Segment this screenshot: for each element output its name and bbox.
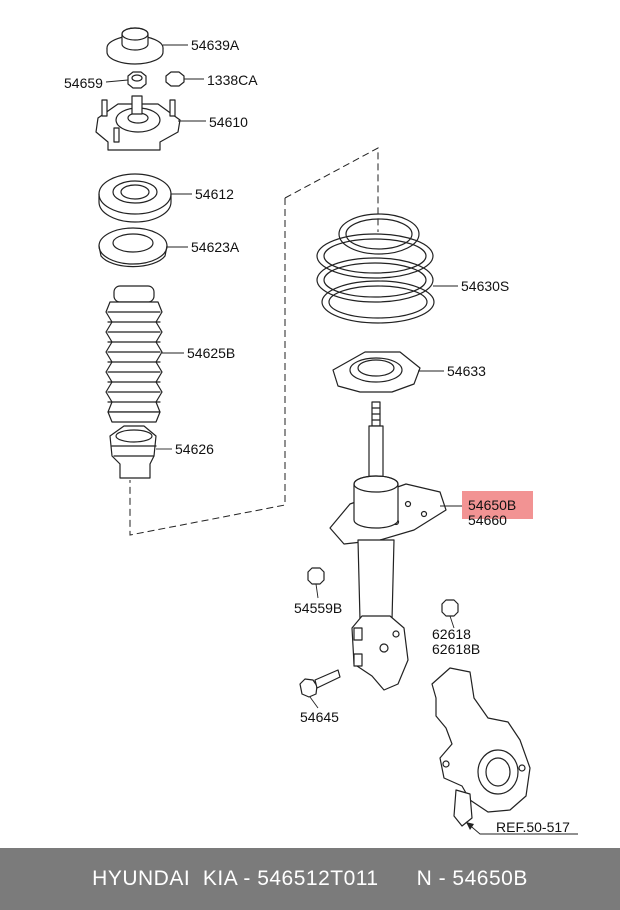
label-62618: 62618 [432,626,471,642]
part-1338CA-bolt [165,71,185,87]
part-54612-bearing [98,173,172,223]
part-54659-nut [127,71,147,89]
label-62618B: 62618B [432,641,480,657]
part-knuckle [431,667,531,827]
label-1338CA: 1338CA [207,72,258,88]
part-62618-nut [441,599,459,617]
label-54633: 54633 [447,363,486,379]
label-54639A: 54639A [191,37,240,53]
label-54610: 54610 [209,114,248,130]
part-54625B-boot [105,285,163,423]
assembly-dashed-outline [129,147,379,536]
label-54630S: 54630S [461,278,509,294]
part-54610-mount [95,95,181,151]
label-54660: 54660 [468,512,507,528]
part-54559B-nut [307,567,325,585]
part-54626-bumper [109,425,157,479]
label-54612: 54612 [195,186,234,202]
part-54650B-strut [329,401,447,691]
label-54626: 54626 [175,441,214,457]
parts-diagram: 54639A 54659 1338CA 54610 54612 54623A 5… [64,27,578,835]
highlight-box [462,491,533,519]
label-54623A: 54623A [191,239,240,255]
label-54650B: 54650B [468,497,516,513]
label-54559B: 54559B [294,600,342,616]
label-54659: 54659 [64,75,103,91]
part-54623A-pad [98,227,168,268]
footer-part-number: HYUNDAI KIA - 546512T011 N - 54650B [92,867,528,890]
label-54645: 54645 [300,709,339,725]
footer-bar: HYUNDAI KIA - 546512T011 N - 54650B [0,848,620,910]
label-54625B: 54625B [187,345,235,361]
part-54630S-spring [316,213,435,324]
part-54633-seat [332,351,421,393]
label-ref-50-517: REF.50-517 [496,819,570,835]
part-54639A-cap [106,27,164,65]
part-54645-bolt [299,669,341,698]
